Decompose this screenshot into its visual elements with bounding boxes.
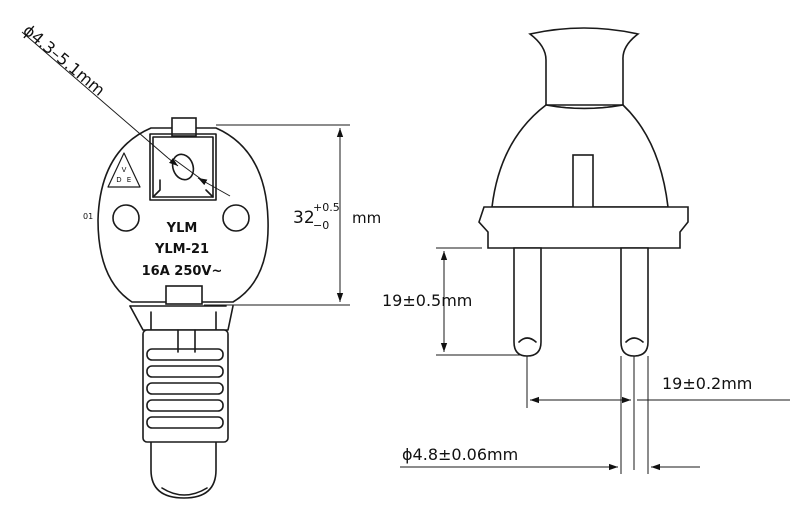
marking-model: YLM-21 — [154, 242, 209, 257]
strain-relief — [129, 305, 234, 443]
pin-spacing-dimension: 19±0.2mm — [526, 356, 790, 470]
mold-code: 01 — [83, 212, 93, 221]
cable — [150, 311, 217, 499]
height-dim-base: 32 — [293, 208, 315, 228]
pin-dia-label: ϕ4.8±0.06mm — [402, 445, 518, 464]
pin-right — [620, 247, 649, 357]
svg-text:E: E — [127, 176, 131, 184]
earth-clip-bottom — [165, 285, 203, 305]
socket-left — [112, 204, 140, 232]
pin-length-dimension: 19±0.5mm — [382, 247, 522, 356]
height-dim-tol-minus: −0 — [313, 219, 329, 232]
marking-brand: YLM — [166, 221, 198, 236]
side-flange — [478, 206, 689, 249]
svg-text:V: V — [122, 166, 127, 174]
cable-dia-label: ϕ4.3–5.1mm — [19, 21, 108, 100]
socket-right — [222, 204, 250, 232]
height-dimension: 32 +0.5 −0 mm — [204, 124, 381, 306]
front-view: V D E 01 YLM YLM-21 16A 250V~ ϕ4.3–5.1mm… — [19, 21, 381, 499]
earth-clip-top — [171, 117, 197, 137]
pin-dia-dimension: ϕ4.8±0.06mm — [400, 356, 700, 474]
marking-rating: 16A 250V~ — [142, 264, 223, 279]
vde-logo: V D E — [107, 152, 141, 188]
svg-text:D: D — [116, 176, 121, 184]
pin-spacing-label: 19±0.2mm — [662, 374, 752, 393]
plug-face-body — [97, 127, 269, 303]
pin-left — [513, 247, 542, 357]
height-dim-unit: mm — [352, 209, 381, 227]
side-cable — [528, 27, 640, 106]
cable-window — [149, 133, 217, 201]
height-dim-tol-plus: +0.5 — [313, 201, 340, 214]
side-view: 19±0.5mm 19±0.2mm ϕ4.8±0.06mm — [382, 27, 790, 474]
pin-length-label: 19±0.5mm — [382, 291, 472, 310]
